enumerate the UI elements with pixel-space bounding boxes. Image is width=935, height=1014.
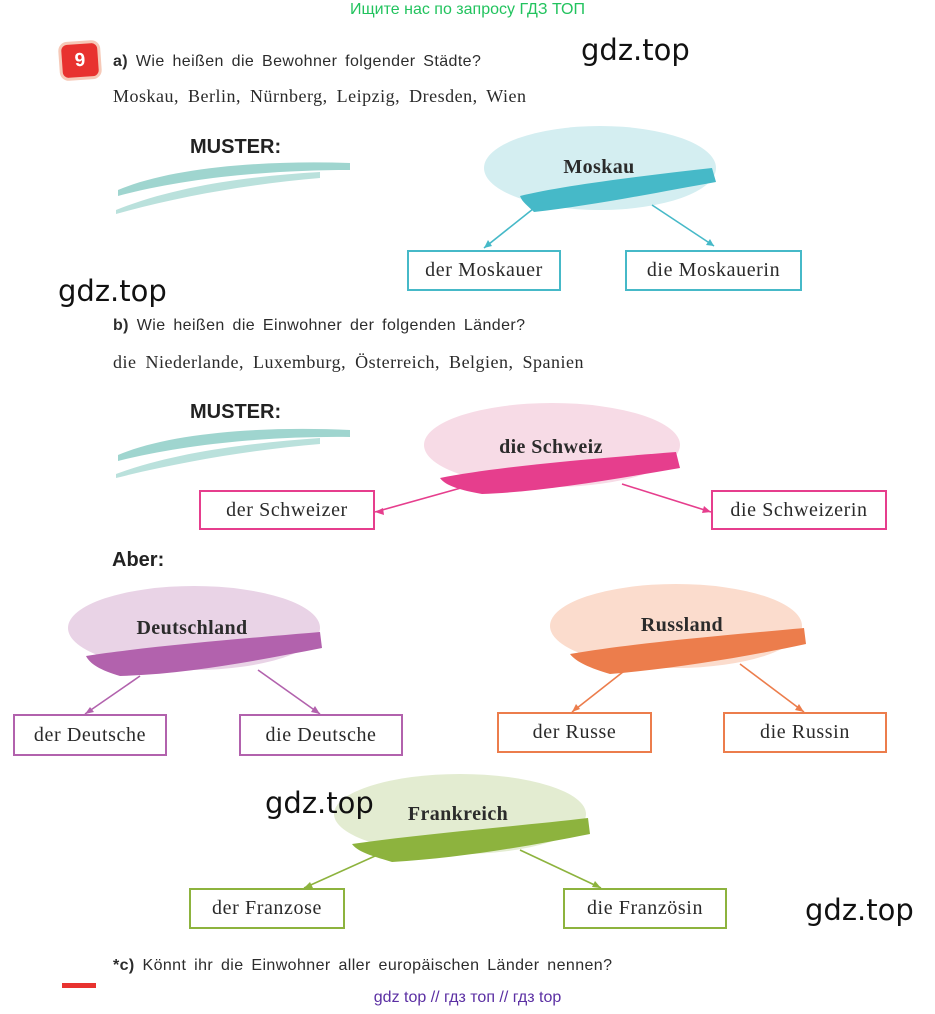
question-c-text: Könnt ihr die Einwohner aller europäisch…	[142, 957, 613, 974]
diagram-title-russland: Russland	[640, 614, 724, 636]
frankreich-blob	[303, 774, 602, 889]
question-b: b) Wie heißen die Einwohner der folgende…	[113, 317, 525, 335]
word-list-a: Moskau, Berlin, Nürnberg, Leipzig, Dresd…	[113, 86, 527, 106]
task-number-badge: 9	[60, 42, 100, 79]
schweiz-blob	[374, 403, 712, 515]
question-a-label: a)	[113, 53, 129, 70]
diagram-title-moskau: Moskau	[563, 156, 635, 178]
answer-box-female: die Deutsche	[239, 714, 403, 756]
search-banner[interactable]: Ищите нас по запросу ГДЗ ТОП	[350, 1, 585, 18]
question-a-text: Wie heißen die Bewohner folgender Städte…	[135, 53, 482, 70]
moskau-blob	[483, 126, 716, 249]
answer-box-male: der Deutsche	[13, 714, 167, 756]
word-list-b: die Niederlande, Luxemburg, Österreich, …	[113, 352, 585, 372]
diagram-title-schweiz: die Schweiz	[499, 436, 603, 458]
diagram-title-frankreich: Frankreich	[407, 803, 509, 825]
muster-brush-a	[116, 162, 350, 214]
answer-box-female: die Französin	[563, 888, 727, 929]
watermark: gdz.top	[805, 893, 914, 927]
question-a: a) Wie heißen die Bewohner folgender Stä…	[113, 53, 481, 71]
deutschland-blob	[68, 586, 322, 715]
watermark: gdz.top	[265, 786, 374, 820]
answer-box-male: der Moskauer	[407, 250, 561, 291]
task-c-marker	[62, 983, 96, 988]
question-c: *c) Könnt ihr die Einwohner aller europä…	[113, 957, 612, 975]
question-c-label: *c)	[113, 957, 135, 974]
answer-box-female: die Schweizerin	[711, 490, 887, 530]
answer-box-male: der Russe	[497, 712, 652, 753]
question-b-text: Wie heißen die Einwohner der folgenden L…	[136, 317, 526, 334]
footer-links[interactable]: gdz top // гдз топ // гдз top	[373, 989, 562, 1006]
watermark: gdz.top	[581, 33, 690, 67]
answer-box-female: die Moskauerin	[625, 250, 802, 291]
answer-box-male: der Schweizer	[199, 490, 375, 530]
muster-label: MUSTER:	[190, 136, 282, 158]
answer-box-female: die Russin	[723, 712, 887, 753]
answer-box-male: der Franzose	[189, 888, 345, 929]
muster-label: MUSTER:	[190, 401, 282, 423]
diagram-title-deutschland: Deutschland	[136, 617, 248, 639]
watermark: gdz.top	[58, 274, 167, 308]
aber-label: Aber:	[112, 549, 165, 571]
question-b-label: b)	[113, 317, 129, 334]
russland-blob	[550, 584, 806, 713]
muster-brush-b	[116, 428, 350, 478]
